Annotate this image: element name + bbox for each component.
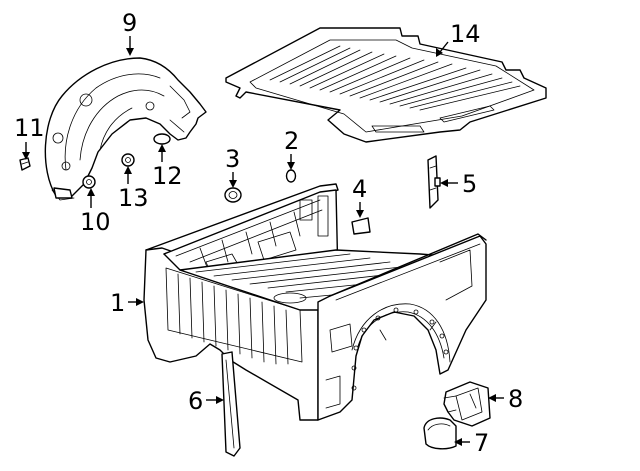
- bolt-10-part: [82, 175, 96, 189]
- pickup-box-part: [143, 183, 487, 421]
- fuel-housing-8-part: [443, 381, 491, 427]
- callout-labels: 9 14 11 2 3 12 4 5 13 10 1 6 8 7: [14, 9, 523, 457]
- plug-2-part: [285, 169, 297, 183]
- callout-6: 6: [188, 387, 203, 415]
- callout-2: 2: [284, 127, 299, 155]
- plug-12-part: [153, 133, 171, 145]
- callout-9: 9: [122, 9, 137, 37]
- callout-1: 1: [110, 289, 125, 317]
- wheelhouse-liner-part: [44, 57, 207, 201]
- callout-5: 5: [462, 170, 477, 198]
- bracket-5-part: [427, 155, 441, 209]
- callout-13: 13: [118, 184, 149, 212]
- nut-13-part: [121, 153, 135, 167]
- bed-mat-part: [225, 27, 547, 143]
- callout-arrows: [22, 36, 504, 446]
- callout-7: 7: [474, 429, 489, 457]
- grommet-3-part: [224, 187, 242, 203]
- callout-11: 11: [14, 114, 45, 142]
- clip-11-part: [19, 157, 31, 171]
- callout-10: 10: [80, 208, 111, 236]
- pad-4-part: [351, 217, 371, 235]
- fuel-door-7-part: [423, 417, 457, 450]
- callout-4: 4: [352, 175, 367, 203]
- callout-3: 3: [225, 145, 240, 173]
- trim-strip-6-part: [221, 351, 241, 457]
- callout-8: 8: [508, 385, 523, 413]
- callout-14: 14: [450, 20, 481, 48]
- callout-12: 12: [152, 162, 183, 190]
